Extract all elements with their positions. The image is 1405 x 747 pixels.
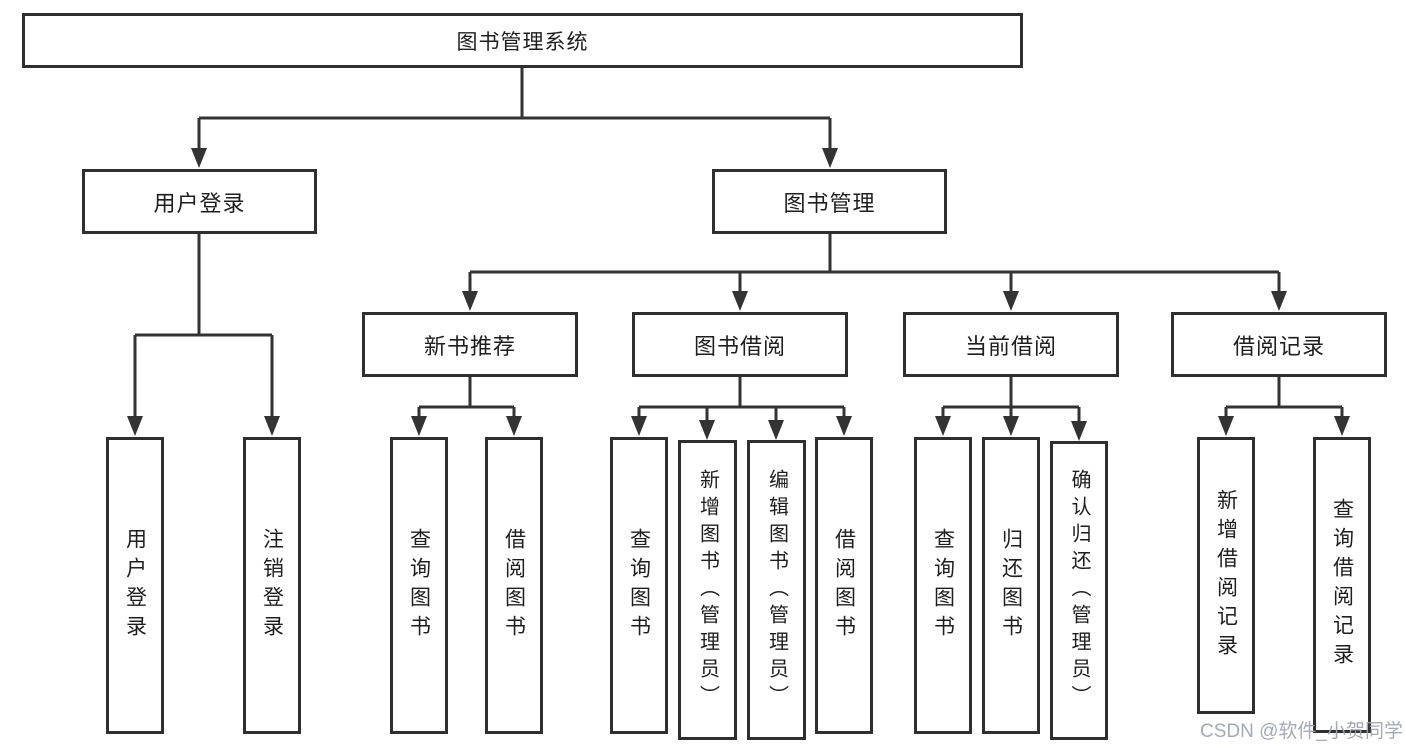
- node-label: 确认归还（管理员）: [1068, 469, 1090, 712]
- node-label: 图书管理: [783, 190, 876, 216]
- arrowhead: [1003, 291, 1019, 311]
- node-book-management-module: 图书管理: [712, 169, 947, 234]
- node-label: 新增图书（管理员）: [696, 468, 719, 712]
- node-new-book-recommendation: 新书推荐: [362, 312, 578, 377]
- leaf-user-login: 用户登录: [106, 437, 164, 734]
- leaf-edit-book-admin: 编辑图书（管理员）: [747, 440, 806, 740]
- leaf-borrow-book-recommend: 借阅图书: [485, 437, 543, 734]
- arrowhead: [699, 420, 715, 440]
- node-label: 图书借阅: [693, 333, 786, 359]
- arrowhead: [935, 416, 951, 436]
- arrowhead: [768, 420, 784, 440]
- arrowhead: [411, 416, 427, 436]
- node-root-system: 图书管理系统: [22, 13, 1023, 68]
- arrowhead: [1071, 421, 1087, 441]
- leaf-query-book-current: 查询图书: [914, 437, 972, 734]
- leaf-add-borrow-record: 新增借阅记录: [1197, 437, 1255, 714]
- node-borrowing-records: 借阅记录: [1171, 312, 1387, 377]
- arrowhead: [732, 291, 748, 311]
- node-label: 借阅记录: [1232, 333, 1325, 359]
- node-label: 新书推荐: [423, 333, 516, 359]
- node-label: 用户登录: [153, 190, 246, 216]
- arrowhead: [836, 416, 852, 436]
- node-label: 查询图书: [931, 527, 955, 644]
- leaf-query-book-recommend: 查询图书: [390, 437, 448, 734]
- node-book-borrowing: 图书借阅: [632, 312, 848, 377]
- node-user-login-module: 用户登录: [82, 169, 317, 234]
- node-label: 注销登录: [260, 527, 284, 644]
- arrowhead: [1334, 416, 1350, 436]
- leaf-borrow-book: 借阅图书: [815, 437, 873, 734]
- csdn-watermark: CSDN @软件_小贺同学: [1200, 721, 1403, 742]
- leaf-confirm-return-admin: 确认归还（管理员）: [1050, 441, 1108, 740]
- arrowhead: [506, 416, 522, 436]
- arrowhead: [1271, 291, 1287, 311]
- leaf-query-book-borrow: 查询图书: [610, 437, 668, 734]
- node-label: 用户登录: [123, 527, 147, 644]
- leaf-query-borrow-record: 查询借阅记录: [1313, 437, 1371, 733]
- connector-segments: [133, 68, 1344, 427]
- arrowhead: [822, 148, 838, 168]
- node-current-borrowing: 当前借阅: [903, 312, 1119, 377]
- node-label: 图书管理系统: [456, 30, 589, 54]
- node-label: 查询图书: [407, 527, 431, 644]
- arrowhead: [462, 291, 478, 311]
- node-label: 借阅图书: [502, 527, 526, 644]
- leaf-add-book-admin: 新增图书（管理员）: [678, 440, 737, 740]
- leaf-logout: 注销登录: [243, 437, 301, 734]
- node-label: 借阅图书: [832, 527, 856, 644]
- arrowhead: [1003, 416, 1019, 436]
- node-label: 编辑图书（管理员）: [765, 468, 788, 712]
- arrowhead: [127, 416, 143, 436]
- node-label: 查询图书: [627, 527, 651, 644]
- arrowhead: [631, 416, 647, 436]
- arrowhead: [1218, 416, 1234, 436]
- node-label: 查询借阅记录: [1330, 498, 1354, 672]
- node-label: 归还图书: [999, 527, 1023, 644]
- arrowheads: [127, 148, 1350, 441]
- arrowhead: [191, 148, 207, 168]
- node-label: 当前借阅: [964, 333, 1057, 359]
- arrowhead: [264, 416, 280, 436]
- leaf-return-book: 归还图书: [982, 437, 1040, 734]
- node-label: 新增借阅记录: [1214, 488, 1238, 663]
